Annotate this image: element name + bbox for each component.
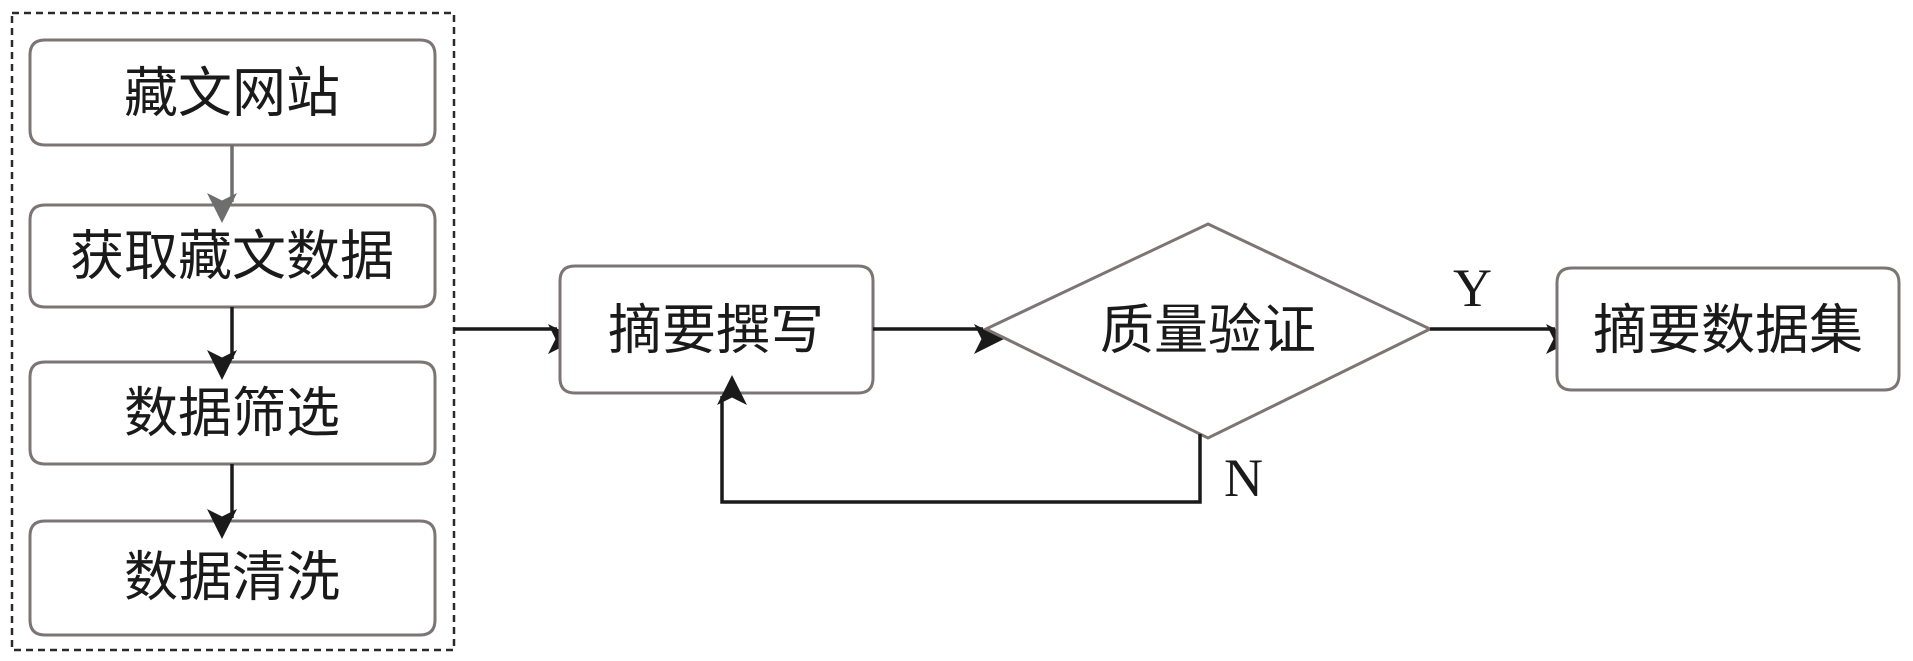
node-acquire-tibetan-data-label: 获取藏文数据: [70, 225, 394, 288]
node-data-cleaning-label: 数据清洗: [124, 546, 340, 609]
node-tibetan-website: 藏文网站: [28, 38, 437, 147]
node-data-filtering: 数据筛选: [28, 360, 437, 466]
node-summary-dataset-label: 摘要数据集: [1593, 299, 1863, 362]
branch-label-yes: Y: [1453, 258, 1492, 318]
node-data-filtering-label: 数据筛选: [124, 382, 340, 445]
node-tibetan-website-label: 藏文网站: [124, 62, 340, 125]
node-data-cleaning: 数据清洗: [28, 519, 437, 637]
node-acquire-tibetan-data: 获取藏文数据: [28, 203, 437, 309]
data-collection-group-frame: [10, 11, 456, 652]
arrow-no-loop-back: [717, 375, 1202, 504]
decision-quality-check: 质量验证: [982, 222, 1434, 440]
node-summary-writing-label: 摘要撰写: [608, 299, 824, 362]
branch-label-no: N: [1224, 448, 1263, 508]
node-summary-writing: 摘要撰写: [558, 264, 875, 395]
node-summary-dataset: 摘要数据集: [1555, 266, 1901, 392]
decision-quality-check-label: 质量验证: [1100, 299, 1316, 362]
